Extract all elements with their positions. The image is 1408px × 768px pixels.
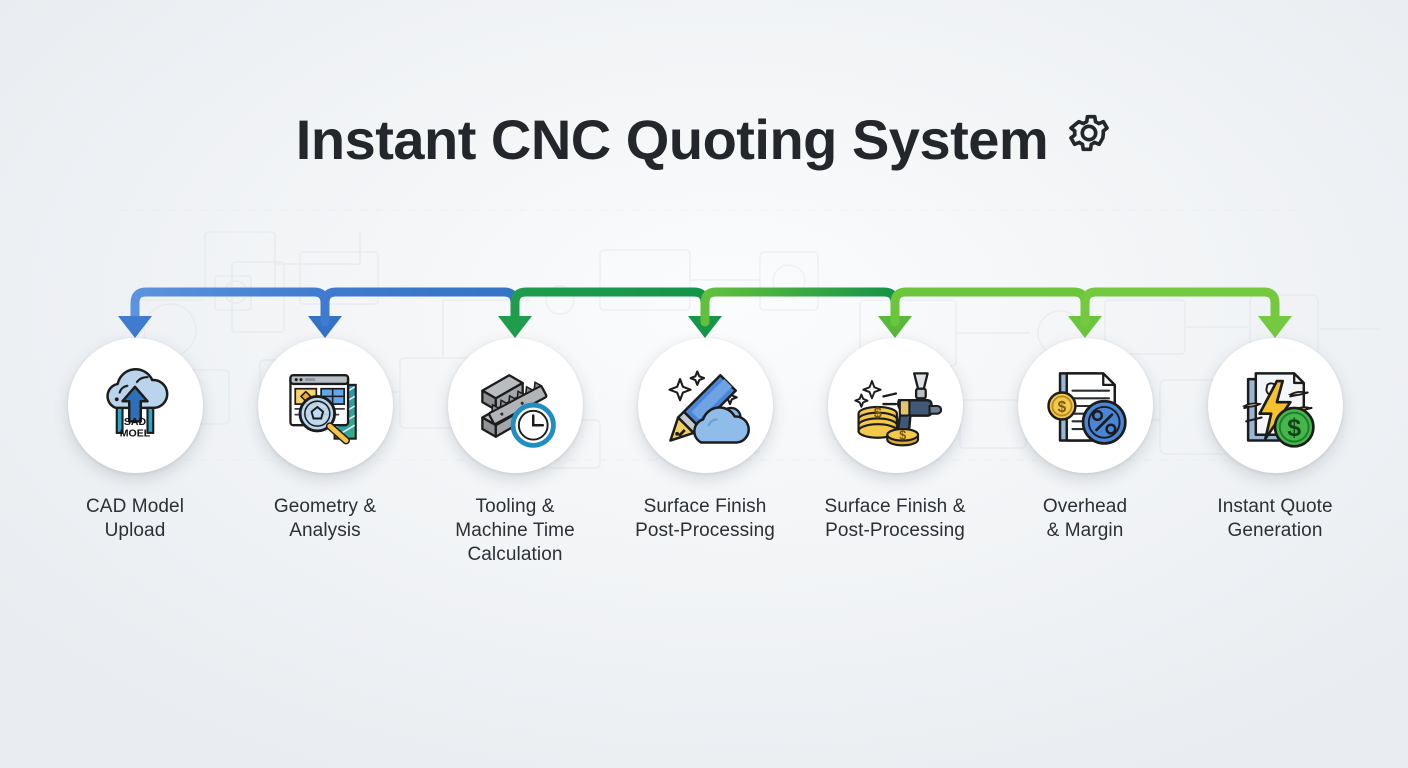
magnifier-blueprint-icon (289, 373, 357, 444)
connector-6-7 (1080, 287, 1292, 338)
step-icon-bubble (257, 338, 393, 473)
step-instant-quote-generation[interactable]: $ Instant Quote Generation (1180, 338, 1370, 543)
step-overhead-margin[interactable]: $ Overhead & Margin (990, 338, 1180, 543)
gear-icon (1069, 114, 1110, 152)
step-icon-bubble: $ $ (827, 338, 963, 473)
page-title-row: Instant CNC Quoting System (0, 112, 1408, 168)
connector-4-5 (700, 287, 912, 338)
step-label: Tooling & Machine Time Calculation (455, 496, 575, 565)
spray-gun-coins-icon: $ $ (854, 371, 943, 446)
connector-5-6 (890, 287, 1102, 338)
svg-text:$: $ (899, 428, 906, 442)
document-percent-coin-icon: $ (1047, 371, 1127, 445)
pen-cloud-sparkle-icon (668, 369, 750, 444)
page-title: Instant CNC Quoting System (295, 108, 1049, 171)
step-icon-bubble: $ (1017, 338, 1153, 473)
step-geometry-analysis[interactable]: Geometry & Analysis (230, 338, 420, 543)
tooling-clock-icon (481, 373, 556, 448)
svg-text:$: $ (874, 405, 882, 421)
connector-1-2 (118, 287, 342, 338)
step-label: CAD Model Upload (85, 496, 185, 541)
step-surface-finish-post-processing[interactable]: Surface Finish Post-Processing (610, 338, 800, 543)
step-label: Geometry & Analysis (273, 496, 377, 541)
step-label: Surface Finish Post-Processing (635, 496, 775, 541)
step-icon-bubble: SAD MOEL (67, 338, 203, 473)
step-label: Overhead & Margin (1042, 496, 1128, 541)
step-tooling-machine-time[interactable]: Tooling & Machine Time Calculation (420, 338, 610, 567)
svg-text:$: $ (1287, 413, 1301, 441)
step-cad-model-upload[interactable]: SAD MOEL CAD Model Upload (40, 338, 230, 543)
step-icon-bubble (447, 338, 583, 473)
icon-caption-line1: SAD (124, 416, 147, 428)
process-steps: SAD MOEL CAD Model Upload (0, 338, 1408, 567)
icon-caption-line2: MOEL (120, 427, 151, 439)
step-surface-finish-and-post-processing[interactable]: $ $ Surface Finish & Post-Processing (800, 338, 990, 543)
cloud-upload-icon: SAD MOEL (106, 367, 169, 439)
lightning-quote-dollar-icon: $ (1241, 371, 1315, 448)
step-label: Instant Quote Generation (1217, 496, 1333, 541)
step-icon-bubble: $ (1207, 338, 1343, 473)
step-label: Surface Finish & Post-Processing (824, 496, 966, 541)
connector-2-3 (320, 287, 532, 338)
connector-3-4 (510, 287, 722, 338)
svg-text:$: $ (1058, 398, 1067, 415)
step-icon-bubble (637, 338, 773, 473)
flow-connectors (118, 287, 1292, 338)
